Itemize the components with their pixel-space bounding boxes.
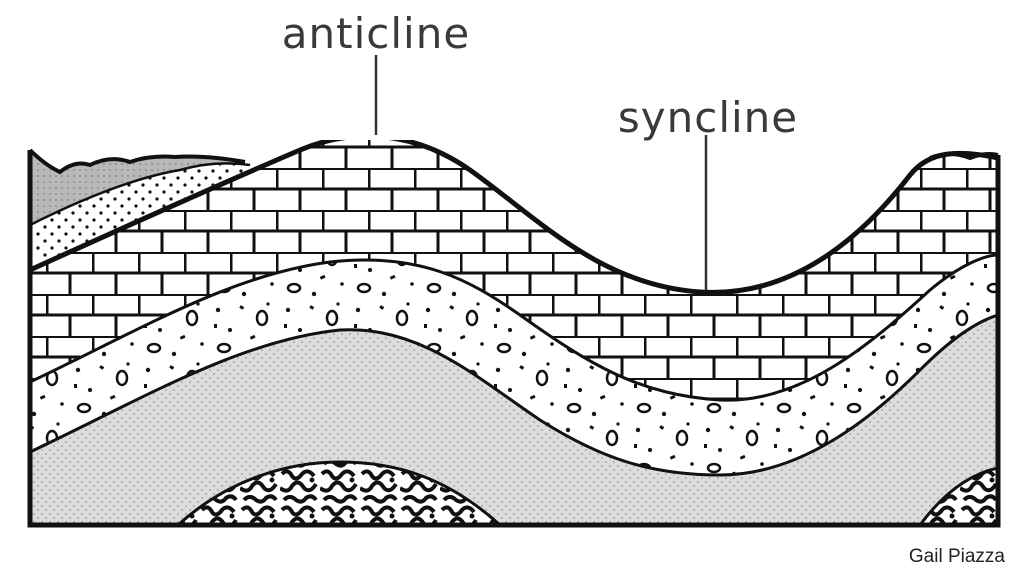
anticline-label: anticline [282,9,470,58]
credit-text: Gail Piazza [909,546,1006,567]
strata [30,136,998,525]
syncline-label: syncline [618,93,798,142]
